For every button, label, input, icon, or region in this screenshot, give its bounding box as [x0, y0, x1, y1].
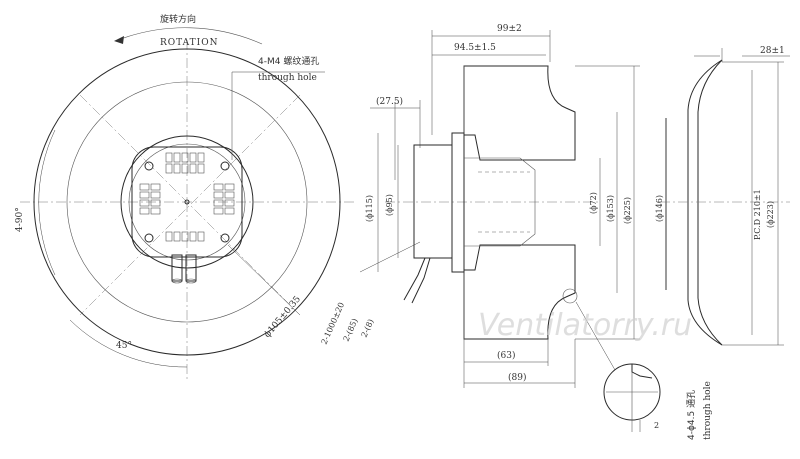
cable-gland-left [171, 254, 183, 282]
ring-depth-label: 28±1 [760, 46, 785, 56]
cable-glands [171, 254, 197, 284]
motor-body [413, 144, 453, 259]
thread-hole-label-en: through hole [258, 73, 317, 83]
flange-offset-label: (27.5) [376, 96, 403, 107]
motor-hub-outer [120, 135, 254, 269]
detail-view: 2 4-ϕ4.5 通孔 through hole [603, 363, 713, 440]
cable-85-label: 2-(85) [342, 317, 360, 343]
rotation-label-cn: 旋转方向 [160, 13, 196, 25]
motor-back-plate [131, 146, 243, 258]
watermark: Ventilatorry.ru [478, 308, 692, 343]
inlet-ring-view: 28±1 (ϕ146) P.C.D 210±1 (ϕ223) [655, 46, 790, 346]
front-view: 旋转方向 ROTATION [15, 13, 355, 380]
dia-115-label: (ϕ115) [365, 195, 374, 222]
rotation-label-en: ROTATION [160, 38, 218, 48]
vent-slots-bottom [165, 231, 205, 242]
impeller-profile-top [463, 65, 576, 161]
detail-marker-circle [562, 288, 578, 304]
dim-89-label: (89) [508, 372, 526, 383]
inlet-ring-inner-profile [697, 59, 723, 346]
impeller-inner-circle [66, 81, 308, 323]
cable-line [403, 257, 426, 301]
motor-rotor [464, 157, 536, 247]
dia-72-label: (ϕ72) [589, 192, 598, 214]
rotation-arc [117, 27, 263, 45]
hub-center-mark [184, 199, 190, 205]
screw-hole-icon [220, 233, 230, 243]
detail-hole-label-cn: 4-ϕ4.5 通孔 [686, 390, 697, 440]
vent-slots-right [213, 183, 235, 215]
screw-hole-icon [144, 233, 154, 243]
dia-153-label: (ϕ153) [606, 195, 615, 222]
inlet-ring-outer-profile [687, 59, 723, 346]
vent-slots-top [165, 152, 205, 174]
flange-plate [451, 132, 465, 273]
rotation-arrow-icon [114, 36, 124, 44]
bolt-circle-leader [227, 244, 301, 316]
detail-dim-2-label: 2 [654, 421, 659, 430]
screw-hole-icon [220, 161, 230, 171]
detail-hole-label-en: through hole [703, 381, 713, 440]
mounting-holes [144, 161, 230, 243]
pcd-label: P.C.D 210±1 [753, 189, 762, 240]
screw-hole-icon [144, 161, 154, 171]
dia-95-label: (ϕ95) [385, 194, 394, 216]
dia-223-label: (ϕ223) [766, 201, 775, 228]
thread-hole-label-cn: 4-M4 螺纹通孔 [258, 55, 319, 67]
motor-hub-inner [128, 143, 246, 261]
dim-63-label: (63) [497, 350, 515, 361]
impeller-outer-circle [33, 48, 341, 356]
cable-8-label: 2-(8) [360, 318, 376, 339]
front-diagonal-centerline-b [79, 94, 301, 316]
cable-gland-right [185, 254, 197, 282]
impeller-profile-bottom [463, 244, 576, 340]
motor-depth-label: 94.5±1.5 [454, 43, 496, 53]
dia-146-label: (ϕ146) [655, 195, 664, 222]
angle-45-label: 45° [116, 341, 132, 351]
angle-45-arc [69, 319, 188, 368]
angle-90-label: 4-90° [15, 207, 25, 232]
dia-225-label: (ϕ225) [623, 197, 632, 224]
bolt-circle-label: ϕ105±0.35 [263, 294, 304, 340]
overall-depth-label: 99±2 [497, 24, 522, 34]
vent-slots-left [139, 183, 161, 215]
front-diagonal-centerline-a [79, 94, 301, 316]
angle-90-arc [38, 129, 56, 276]
